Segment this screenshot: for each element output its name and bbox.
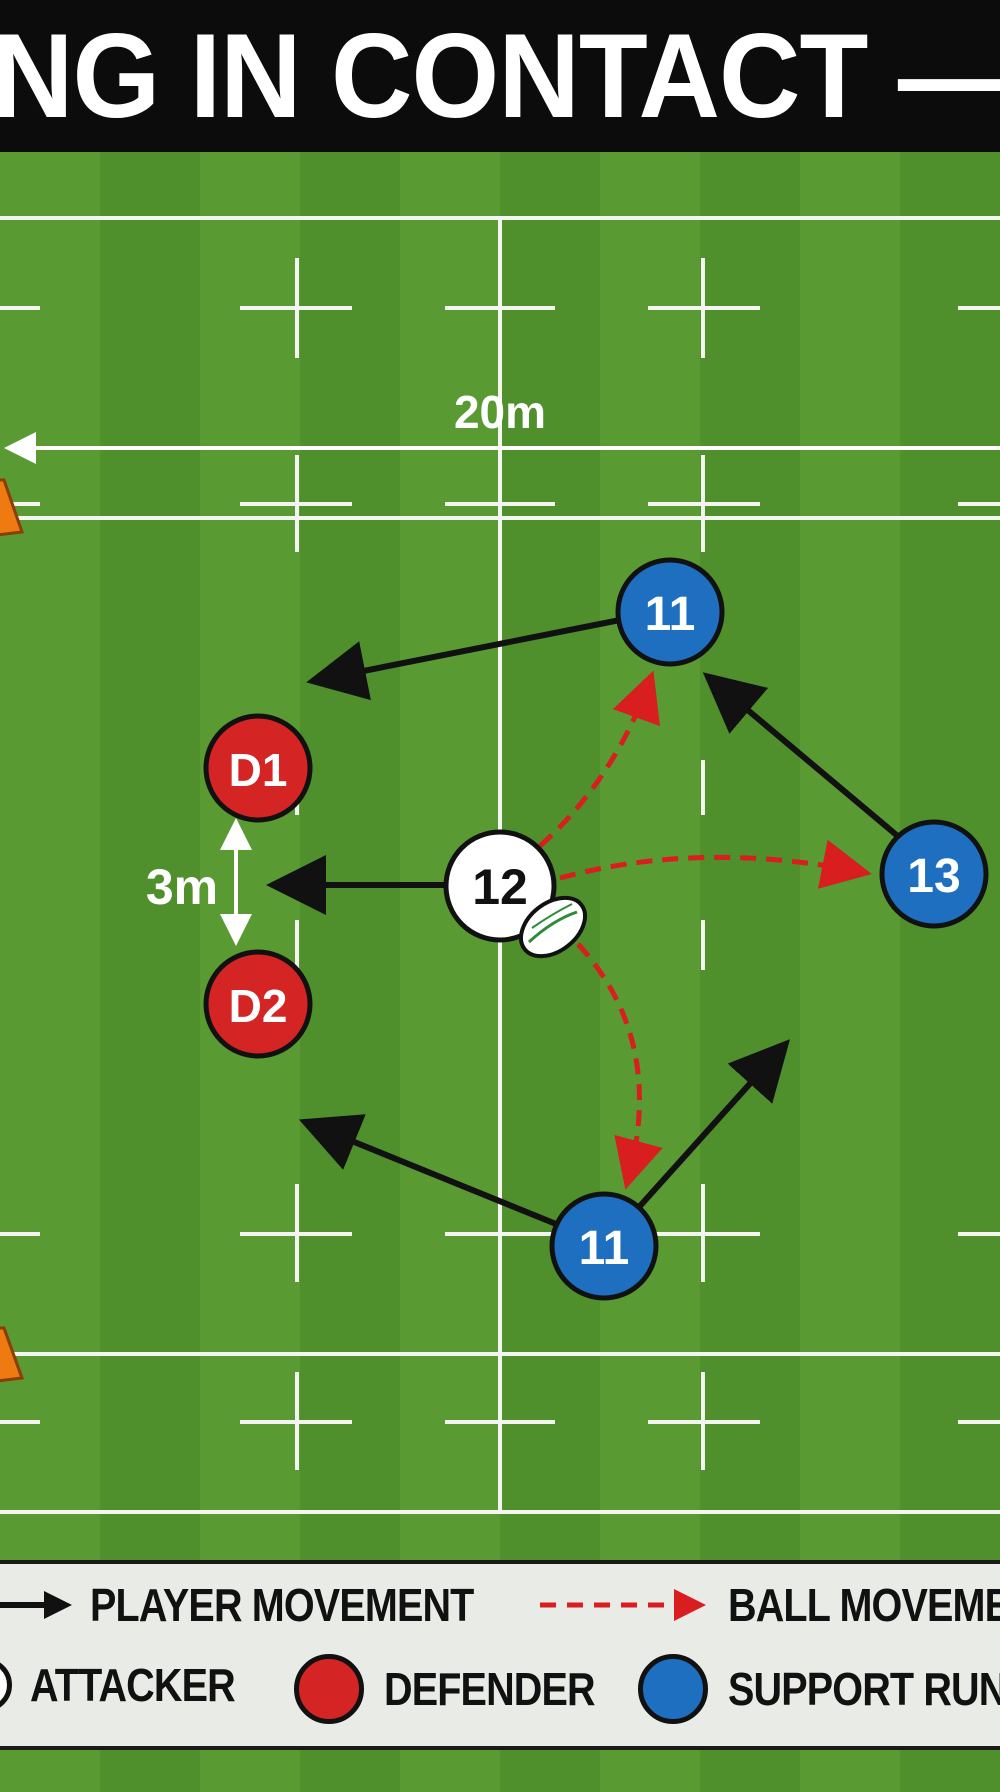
legend-support-run: SUPPORT RUN: [638, 1654, 1000, 1724]
rugby-pitch: 20m 3m D1 D2 12: [0, 152, 1000, 1792]
diagram-title: NG IN CONTACT — DR: [0, 9, 1000, 143]
player-defender-d1: D1: [203, 713, 313, 823]
width-marker-label: 20m: [454, 386, 546, 438]
player-label: D2: [229, 980, 288, 1032]
player-label: 11: [579, 1222, 630, 1275]
player-label: 12: [472, 859, 528, 915]
player-attacker-12: 12: [443, 829, 557, 943]
training-cones: [0, 478, 25, 1383]
run-arrow-11-bottom-right: [637, 1039, 791, 1209]
legend-defender: DEFENDER: [294, 1654, 629, 1724]
player-support-13: 13: [879, 819, 989, 929]
red-circle-icon: [294, 1654, 364, 1724]
player-label: 11: [645, 588, 696, 641]
hash-marks: [0, 258, 1000, 1470]
legend-attacker: ATTACKER: [0, 1658, 268, 1712]
run-arrow-11-bottom-left: [298, 1114, 558, 1227]
pass-arrow-to-13: [559, 839, 872, 889]
gap-marker: 3m: [146, 818, 252, 946]
blue-circle-icon: [638, 1654, 708, 1724]
width-marker: 20m: [4, 386, 1000, 464]
cone-icon: [0, 1326, 25, 1383]
pass-arrow-to-11-bottom: [576, 942, 663, 1190]
player-label: D1: [229, 744, 288, 796]
ball-movement-arrows: [538, 670, 872, 1190]
run-arrow-13: [702, 672, 902, 841]
cone-icon: [0, 478, 25, 537]
run-arrow-11-top: [306, 617, 621, 701]
legend-label: PLAYER MOVEMENT: [90, 1579, 474, 1631]
white-circle-icon: [0, 1658, 12, 1712]
player-label: 13: [907, 850, 960, 903]
rugby-ball-icon: [519, 895, 587, 959]
gap-marker-label: 3m: [146, 859, 218, 915]
legend-label: BALL MOVEME: [728, 1579, 1000, 1631]
legend-player-movement: PLAYER MOVEMENT: [0, 1578, 536, 1632]
title-bar: NG IN CONTACT — DR: [0, 0, 1000, 152]
player-movement-arrows: [266, 617, 902, 1227]
legend-label: DEFENDER: [384, 1663, 596, 1715]
dashed-red-arrow-icon: [540, 1589, 706, 1621]
legend-label: SUPPORT RUN: [728, 1663, 1000, 1715]
player-support-11-top: 11: [615, 557, 725, 667]
player-defender-d2: D2: [203, 949, 313, 1059]
legend-ball-movement: BALL MOVEME: [540, 1578, 1000, 1632]
player-support-11-bottom: 11: [549, 1191, 659, 1301]
legend-label: ATTACKER: [30, 1659, 236, 1711]
legend: PLAYER MOVEMENT BALL MOVEME ATTACKER DEF…: [0, 1560, 1000, 1750]
players: D1 D2 12 11 13 11: [203, 557, 989, 1301]
pitch-lines: [0, 216, 1000, 1514]
solid-arrow-icon: [0, 1591, 72, 1619]
